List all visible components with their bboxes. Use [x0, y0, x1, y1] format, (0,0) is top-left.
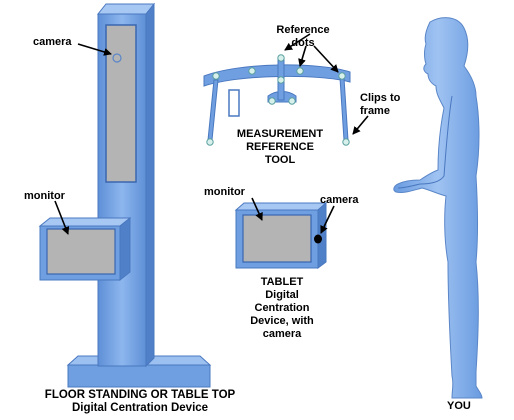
tablet-line4: Device, with — [250, 315, 314, 327]
tool-side-clip — [228, 89, 240, 117]
monitor-floor-arrow — [54, 200, 70, 235]
floor-caption-line1: FLOOR STANDING OR TABLE TOP — [44, 389, 236, 401]
measurement-tool-label: MEASUREMENT REFERENCE TOOL — [228, 128, 332, 167]
clips-arrow — [352, 115, 369, 135]
floor-device-monitor-side — [119, 216, 131, 282]
reference-dot — [288, 97, 296, 105]
floor-device-base — [67, 364, 211, 388]
monitor-tablet-label: monitor — [204, 186, 245, 198]
reference-dots-line2: dots — [291, 37, 315, 49]
person-body — [393, 17, 483, 399]
monitor-floor-label: monitor — [24, 190, 65, 202]
camera-floor-label: camera — [33, 36, 72, 48]
person-arm — [397, 95, 453, 189]
reference-dots-arrow — [313, 45, 339, 73]
floor-device-camera-panel — [105, 24, 137, 183]
you-label: YOU — [447, 400, 471, 412]
camera-floor-arrow — [77, 43, 112, 56]
floor-device-monitor-screen — [46, 228, 116, 275]
tool-left-arm — [207, 79, 219, 141]
reference-dot — [277, 54, 285, 62]
tablet-top — [234, 202, 328, 211]
tablet-camera-dot — [314, 234, 322, 244]
reference-dots-label: Reference dots — [268, 24, 338, 50]
floor-caption-line2: Digital Centration Device — [71, 402, 209, 414]
tablet-line1: TABLET — [260, 276, 304, 288]
tablet-device — [234, 201, 328, 269]
floor-device-tower-side — [145, 2, 155, 368]
camera-tablet-label: camera — [320, 194, 359, 206]
monitor-tablet-arrow — [251, 197, 263, 221]
floor-device-tower-top — [96, 3, 156, 15]
floor-device-monitor-top — [38, 217, 132, 227]
reference-dot — [296, 67, 304, 75]
reference-dot — [338, 72, 346, 80]
tool-crossbar — [203, 64, 351, 87]
reference-dot — [277, 76, 285, 84]
floor-device — [38, 2, 212, 388]
floor-device-camera-lens — [112, 53, 122, 63]
person-silhouette — [393, 17, 483, 399]
clips-line1: Clips to — [360, 92, 401, 104]
reference-dot — [268, 97, 276, 105]
clips-line2: frame — [360, 105, 390, 117]
reference-dot — [206, 138, 214, 146]
tablet-line2: Digital — [265, 289, 299, 301]
tool-line1: MEASUREMENT — [236, 128, 324, 140]
clips-label: Clips to frame — [360, 92, 400, 118]
reference-dots-line1: Reference — [276, 24, 330, 36]
tool-line3: TOOL — [264, 154, 296, 166]
tablet-line5: camera — [262, 328, 302, 340]
tablet-caption: TABLET Digital Centration Device, with c… — [236, 276, 328, 341]
reference-dot — [342, 138, 350, 146]
reference-dots-arrow — [284, 33, 311, 51]
reference-dots-arrow — [298, 45, 307, 67]
floor-caption: FLOOR STANDING OR TABLE TOP Digital Cent… — [25, 389, 255, 415]
tablet-screen — [242, 214, 312, 263]
tool-right-arm — [339, 77, 349, 141]
reference-dot — [212, 72, 220, 80]
reference-dot — [248, 67, 256, 75]
tablet-line3: Centration — [254, 302, 310, 314]
camera-tablet-arrow — [320, 205, 335, 234]
measurement-tool — [203, 54, 351, 146]
tool-line2: REFERENCE — [246, 141, 314, 153]
